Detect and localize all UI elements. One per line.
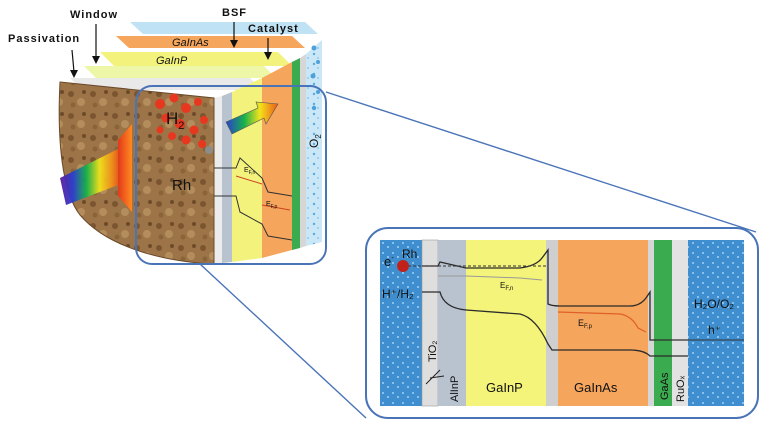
- inset-spacer-layer: [648, 240, 654, 406]
- inset-alinp-layer: [438, 240, 466, 406]
- inset-gainas-label: GaInAs: [574, 380, 618, 395]
- side-tio2: [214, 96, 222, 264]
- zoom-line-bottom: [199, 263, 367, 419]
- arrowhead-catalyst: [264, 52, 272, 60]
- top-face-catalyst: [130, 22, 318, 34]
- label-catalyst: Catalyst: [248, 23, 299, 35]
- inset-tio2-layer: [421, 239, 439, 407]
- inset-h-plus-h2-label: H⁺/H₂: [382, 287, 414, 301]
- inset-e-minus-label: e-: [384, 253, 394, 269]
- inset-quasi-fermi-lines: [557, 311, 647, 333]
- h2-label: H2: [166, 109, 184, 132]
- top-face-gainp: [100, 52, 292, 66]
- layer-annotations: Passivation Window BSF Catalyst: [8, 7, 299, 78]
- inset-efn-label: EF,n: [500, 281, 513, 292]
- rh-label: Rh: [172, 177, 191, 194]
- rh-particle: [205, 146, 213, 154]
- label-passivation: Passivation: [8, 33, 80, 45]
- label-window: Window: [70, 9, 118, 21]
- light-beam: [118, 124, 132, 212]
- inset-gaas-layer: [654, 240, 672, 406]
- inset-electrolyte-right: [688, 240, 744, 406]
- inset-h2o-o2-label: H₂O/O₂: [694, 297, 734, 311]
- inset-ruox-layer: [672, 240, 688, 406]
- side-ruox: [300, 54, 306, 248]
- mini-efp-label: EF,p: [266, 201, 278, 210]
- inset-tunnel-marks: [425, 369, 445, 385]
- light-spectrum: [60, 148, 126, 205]
- arrow-passivation: [71, 49, 75, 73]
- oxygen-bubbles: [310, 45, 320, 111]
- top-face-gainas: [116, 36, 305, 48]
- mini-efn-label: EF,n: [244, 167, 256, 176]
- inset-band-lines: [422, 248, 688, 357]
- inset-ruox-label: RuOₓ: [675, 375, 687, 402]
- label-bsf: BSF: [222, 7, 247, 19]
- band-inset: e- Rh H⁺/H₂ EF,n EF,p GaInP GaInAs TiO₂ …: [365, 227, 759, 419]
- top-label-gainas: GaInAs: [172, 37, 209, 49]
- inset-gaas-label: GaAs: [659, 372, 671, 400]
- inset-rh-label: Rh: [402, 247, 417, 261]
- mini-band-diagram: [214, 157, 293, 241]
- top-label-gainp: GaInP: [156, 55, 188, 67]
- zoom-selection-box: [135, 85, 327, 265]
- arrowhead-window: [92, 56, 100, 64]
- o2-label: O2: [307, 134, 323, 148]
- side-gainas: [262, 62, 292, 258]
- arrowhead-bsf: [230, 40, 238, 48]
- inset-efp-label: EF,p: [578, 318, 593, 330]
- side-gaas: [292, 58, 300, 250]
- inset-h-plus-label: h⁺: [708, 323, 721, 337]
- inset-gainp-label: GaInP: [486, 380, 523, 395]
- arrowhead-passivation: [70, 70, 78, 78]
- inset-alinp-label: AlInP: [449, 376, 461, 402]
- inset-rh-particle: [397, 260, 409, 272]
- inset-tio2-label: TiO₂: [427, 340, 439, 362]
- inset-tunnel-layer: [546, 240, 558, 406]
- hydrogen-bubbles: [155, 93, 208, 148]
- energy-arrow: [225, 101, 279, 135]
- zoom-line-top: [325, 91, 757, 233]
- inset-gainas-layer: [558, 240, 648, 406]
- top-face-window: [84, 66, 276, 78]
- side-alinp: [222, 92, 232, 263]
